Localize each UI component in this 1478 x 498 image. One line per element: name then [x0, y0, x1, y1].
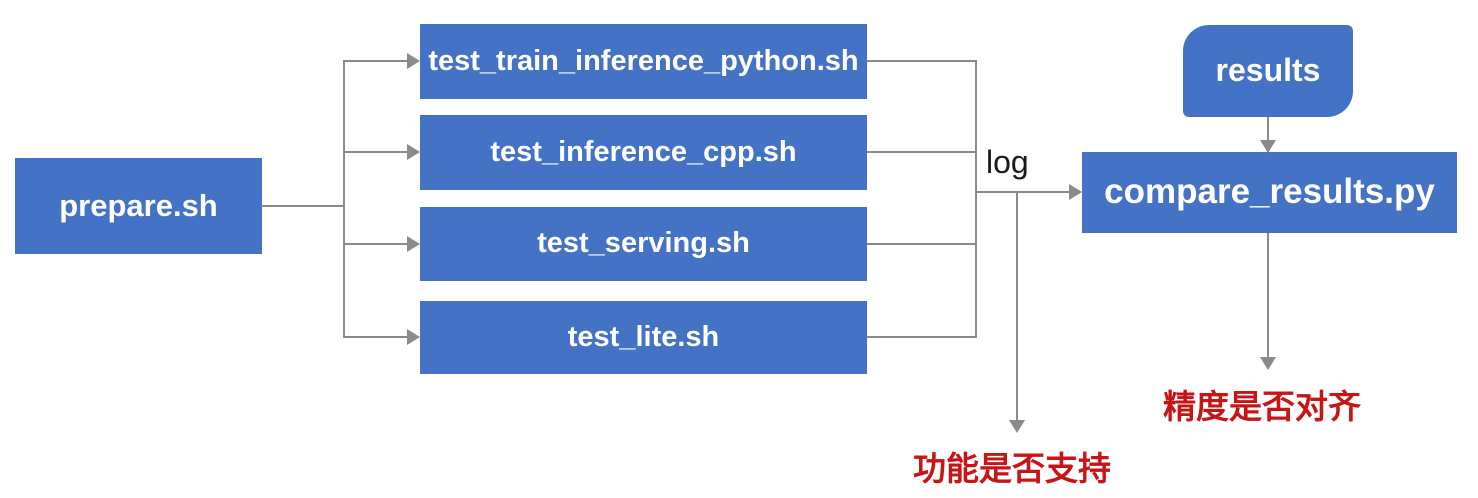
node-test-lite-sh: test_lite.sh [420, 301, 867, 374]
connector-log-to-compare [975, 191, 1069, 193]
arrowhead-results [1260, 140, 1276, 153]
arrowhead-test2 [407, 144, 420, 160]
edge-label-log: log [986, 144, 1029, 180]
connector-test4-out [867, 336, 977, 338]
node-results: results [1183, 25, 1353, 117]
connector-prepare-out [261, 205, 343, 207]
outcome-precision-alignment: 精度是否对齐 [1163, 388, 1361, 425]
connector-right-bus [975, 60, 977, 338]
connector-test1-out [867, 60, 977, 62]
node-test-serving-sh: test_serving.sh [420, 207, 867, 281]
connector-branch-test3 [343, 243, 407, 245]
node-test-train-inference-python-sh: test_train_inference_python.sh [420, 24, 867, 99]
connector-test3-out [867, 243, 977, 245]
connector-branch-test2 [343, 151, 407, 153]
connector-compare-out [1267, 233, 1269, 358]
connector-left-bus [343, 61, 345, 338]
node-test-inference-cpp-sh: test_inference_cpp.sh [420, 115, 867, 190]
arrowhead-compare [1069, 184, 1082, 200]
connector-test2-out [867, 151, 977, 153]
arrowhead-test3 [407, 236, 420, 252]
node-compare-results-py: compare_results.py [1082, 152, 1457, 233]
arrowhead-test4 [407, 329, 420, 345]
node-prepare-sh: prepare.sh [15, 158, 262, 254]
arrowhead-test1 [407, 53, 420, 69]
connector-branch-test4 [343, 336, 407, 338]
outcome-function-support: 功能是否支持 [913, 450, 1111, 487]
arrowhead-function-support [1009, 420, 1025, 433]
connector-log-drop [1016, 192, 1018, 420]
arrowhead-precision [1260, 357, 1276, 370]
connector-results-to-compare [1267, 117, 1269, 142]
connector-branch-test1 [343, 60, 407, 62]
